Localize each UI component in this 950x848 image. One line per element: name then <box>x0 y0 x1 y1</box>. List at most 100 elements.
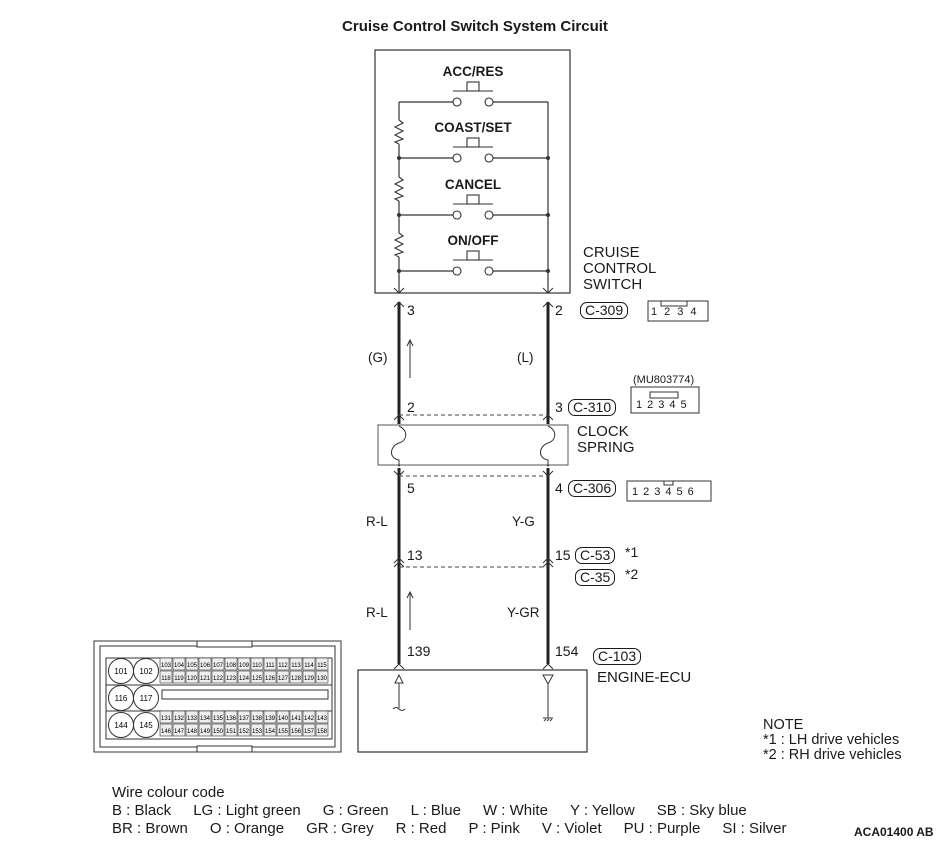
legend-entry: GR : Grey <box>306 820 374 837</box>
ecu-pin-cell <box>159 670 173 684</box>
ecu-pin-cell <box>276 657 290 671</box>
legend-entry: LG : Light green <box>193 802 301 819</box>
ecu-pin-label: 134 <box>200 716 211 722</box>
current-arrow-icons <box>406 338 414 630</box>
connector-face-c309 <box>647 300 709 322</box>
ecu-pin-label: 130 <box>317 676 328 682</box>
connector-face-c310-pins: 12345 <box>636 399 692 411</box>
ecu-pin-label: 110 <box>252 663 262 669</box>
connector-id-c310: C-310 <box>568 399 617 416</box>
ecu-pin-large <box>133 712 159 738</box>
ecu-pin-cell <box>276 710 290 724</box>
ecu-pin-cell <box>315 657 329 671</box>
ecu-pin-label: 148 <box>187 729 198 735</box>
ecu-pin-label: 155 <box>278 729 289 735</box>
ecu-pin-label: 140 <box>278 716 289 722</box>
diagram-title: Cruise Control Switch System Circuit <box>342 18 608 35</box>
ecu-pin-label: 136 <box>226 716 237 722</box>
ecu-pin-label: 149 <box>200 729 211 735</box>
connector-id-c309: C-309 <box>580 302 629 319</box>
pin-c103-right: 154 <box>555 643 579 659</box>
engine-ecu-box <box>357 669 588 753</box>
pin-c53-left: 13 <box>407 547 423 563</box>
pushbutton-icon-on-off <box>452 250 494 276</box>
resistor-icon <box>393 176 405 202</box>
switch-label-acc-res: ACC/RES <box>442 64 504 79</box>
pin-c309-left: 3 <box>407 302 415 318</box>
ecu-pin-cell <box>315 710 329 724</box>
ecu-pin-large <box>133 658 159 684</box>
ecu-pin-label: 101 <box>114 667 128 676</box>
legend-entry: W : White <box>482 802 548 819</box>
connector-face-c306-pins: 123456 <box>632 486 699 498</box>
ecu-pin-label: 150 <box>213 729 224 735</box>
ecu-pin-label: 118 <box>161 676 171 682</box>
ecu-pin-label: 153 <box>252 729 263 735</box>
ecu-pin-cell <box>315 670 329 684</box>
ecu-pin-cell <box>185 657 199 671</box>
switch-label-coast-set: COAST/SET <box>434 120 512 135</box>
ecu-pin-cell <box>250 657 264 671</box>
ecu-pin-label: 123 <box>226 676 237 682</box>
ecu-pin-cell <box>263 657 277 671</box>
pushbutton-icon-coast-set <box>452 137 494 163</box>
ecu-pin-label: 147 <box>174 729 185 735</box>
engine-ecu-label: ENGINE-ECU <box>597 669 692 686</box>
ecu-pin-label: 156 <box>291 729 302 735</box>
connector-face-c310 <box>630 386 700 414</box>
ecu-pin-cell <box>237 710 251 724</box>
clock-spring-coil-icons <box>391 425 556 466</box>
ecu-pin-cell <box>172 710 186 724</box>
ecu-pin-cell <box>198 657 212 671</box>
ecu-pin-label: 115 <box>317 663 327 669</box>
ecu-pin-cell <box>224 723 238 737</box>
switch-unit-box <box>374 49 571 294</box>
pin-c306-left: 5 <box>407 480 415 496</box>
pin-c103-left: 139 <box>407 643 431 659</box>
legend-entry: PU : Purple <box>623 820 701 837</box>
resistor-icons <box>393 119 405 258</box>
ecu-pin-cell <box>302 710 316 724</box>
ecu-pin-cell <box>263 710 277 724</box>
legend-entry: L : Blue <box>410 802 461 819</box>
ecu-pin-label: 104 <box>174 663 185 669</box>
ecu-pin-label: 145 <box>139 721 153 730</box>
resistor-icon <box>393 119 405 145</box>
ecu-pin-cell <box>315 723 329 737</box>
switch-label-cancel: CANCEL <box>444 177 502 192</box>
ecu-pin-label: 158 <box>317 729 328 735</box>
ecu-pin-cell <box>198 710 212 724</box>
pushbutton-icons <box>452 81 494 276</box>
switch-label-on-off: ON/OFF <box>447 233 499 248</box>
pin-c310-left: 2 <box>407 399 415 415</box>
legend-entry: P : Pink <box>468 820 520 837</box>
ecu-pin-label: 152 <box>239 729 250 735</box>
ecu-pin-label: 112 <box>278 663 288 669</box>
pin-c309-right: 2 <box>555 302 563 318</box>
ecu-pin-label: 128 <box>291 676 302 682</box>
ecu-pin-cell <box>302 670 316 684</box>
ecu-pin-cell <box>302 657 316 671</box>
connector-part-no-c310: (MU803774) <box>633 374 695 386</box>
ecu-pin-cell <box>185 670 199 684</box>
ecu-pin-cell <box>159 723 173 737</box>
pushbutton-icon-acc-res <box>452 81 494 107</box>
legend-entry: BR : Brown <box>112 820 188 837</box>
ecu-pin-label: 142 <box>304 716 315 722</box>
ecu-pin-cell <box>172 670 186 684</box>
ecu-pin-label: 141 <box>291 716 302 722</box>
ecu-pin-cell <box>302 723 316 737</box>
ecu-pin-cell <box>276 723 290 737</box>
ecu-pin-label: 138 <box>252 716 263 722</box>
ecu-internal-symbols <box>392 673 554 722</box>
pushbutton-icon-cancel <box>452 194 494 220</box>
legend-entry: O : Orange <box>209 820 285 837</box>
ecu-pin-large <box>133 685 159 711</box>
figure-code: ACA01400 AB <box>854 825 934 839</box>
legend-entry: G : Green <box>322 802 389 819</box>
ecu-pin-label: 131 <box>161 716 172 722</box>
ecu-pin-label: 106 <box>200 663 211 669</box>
wire-color-left-mid: R-L <box>366 514 388 529</box>
